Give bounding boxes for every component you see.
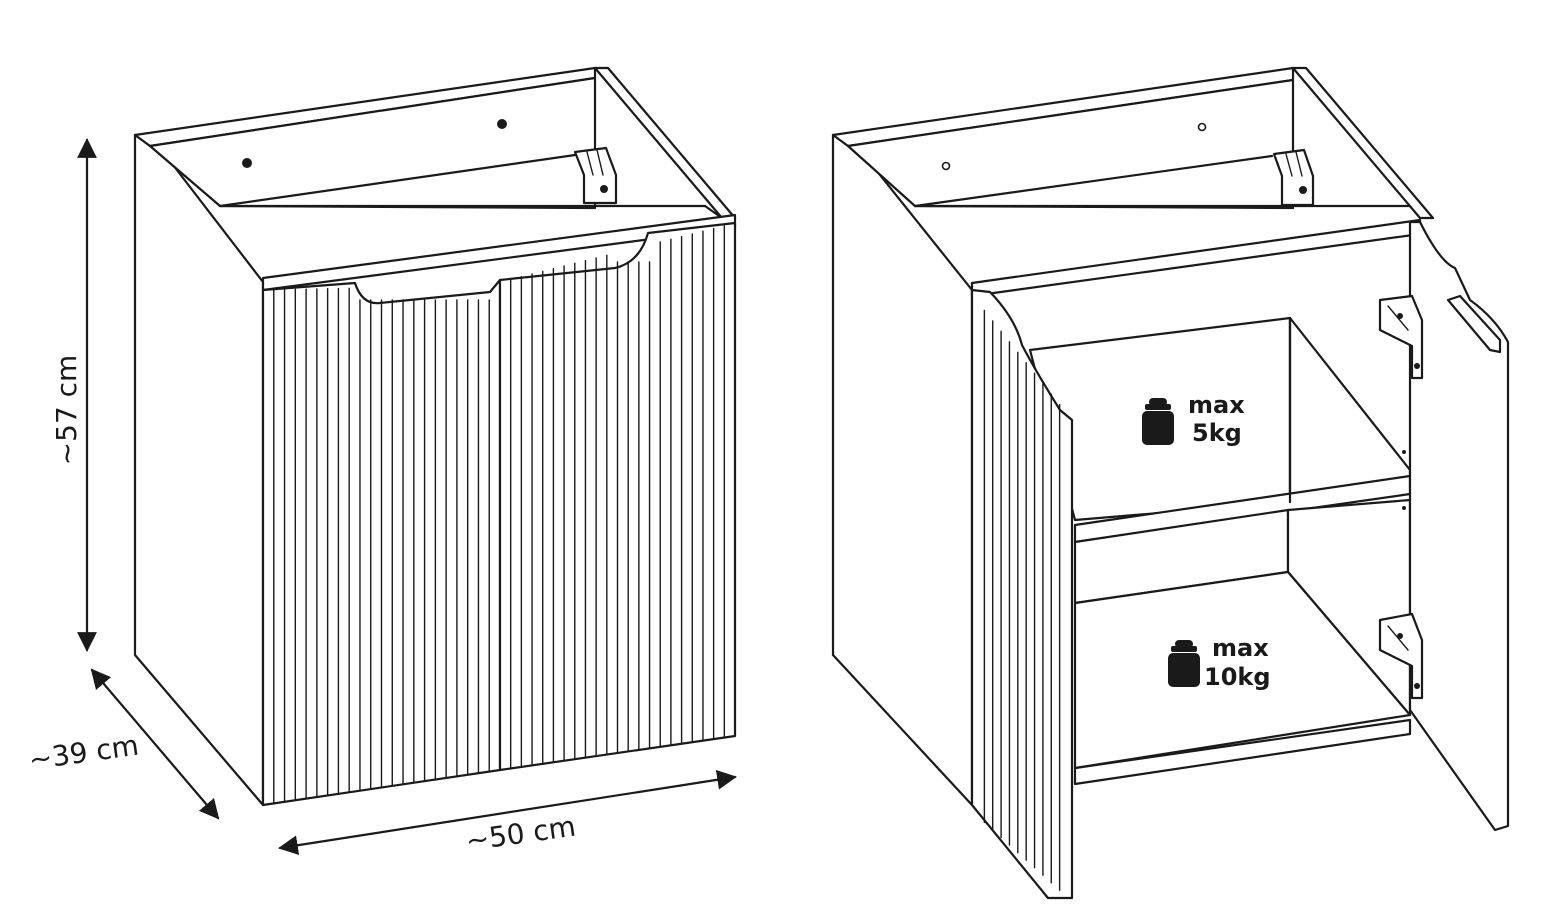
cabinet-open: [831, 66, 1510, 900]
depth-label: ~39 cm: [27, 729, 141, 777]
upper-load-max: max: [1188, 391, 1245, 419]
lower-shelf-load: max 10kg: [1168, 634, 1271, 691]
height-label: ~57 cm: [50, 355, 83, 466]
mounting-bracket-icon: [1272, 148, 1315, 207]
weight-icon: [1168, 640, 1200, 687]
upper-load-value: 5kg: [1192, 419, 1242, 447]
lower-load-max: max: [1212, 634, 1269, 662]
hinge-icon: [1378, 294, 1424, 380]
mounting-bracket-icon: [573, 146, 618, 205]
width-arrow: [278, 769, 737, 856]
depth-arrow: [90, 668, 220, 820]
cabinet-closed: [133, 66, 737, 807]
hinge-icon: [1378, 612, 1424, 700]
dimension-lines: [77, 138, 737, 856]
lower-load-value: 10kg: [1204, 663, 1271, 691]
upper-shelf-load: max 5kg: [1142, 391, 1245, 447]
weight-icon: [1142, 398, 1174, 445]
